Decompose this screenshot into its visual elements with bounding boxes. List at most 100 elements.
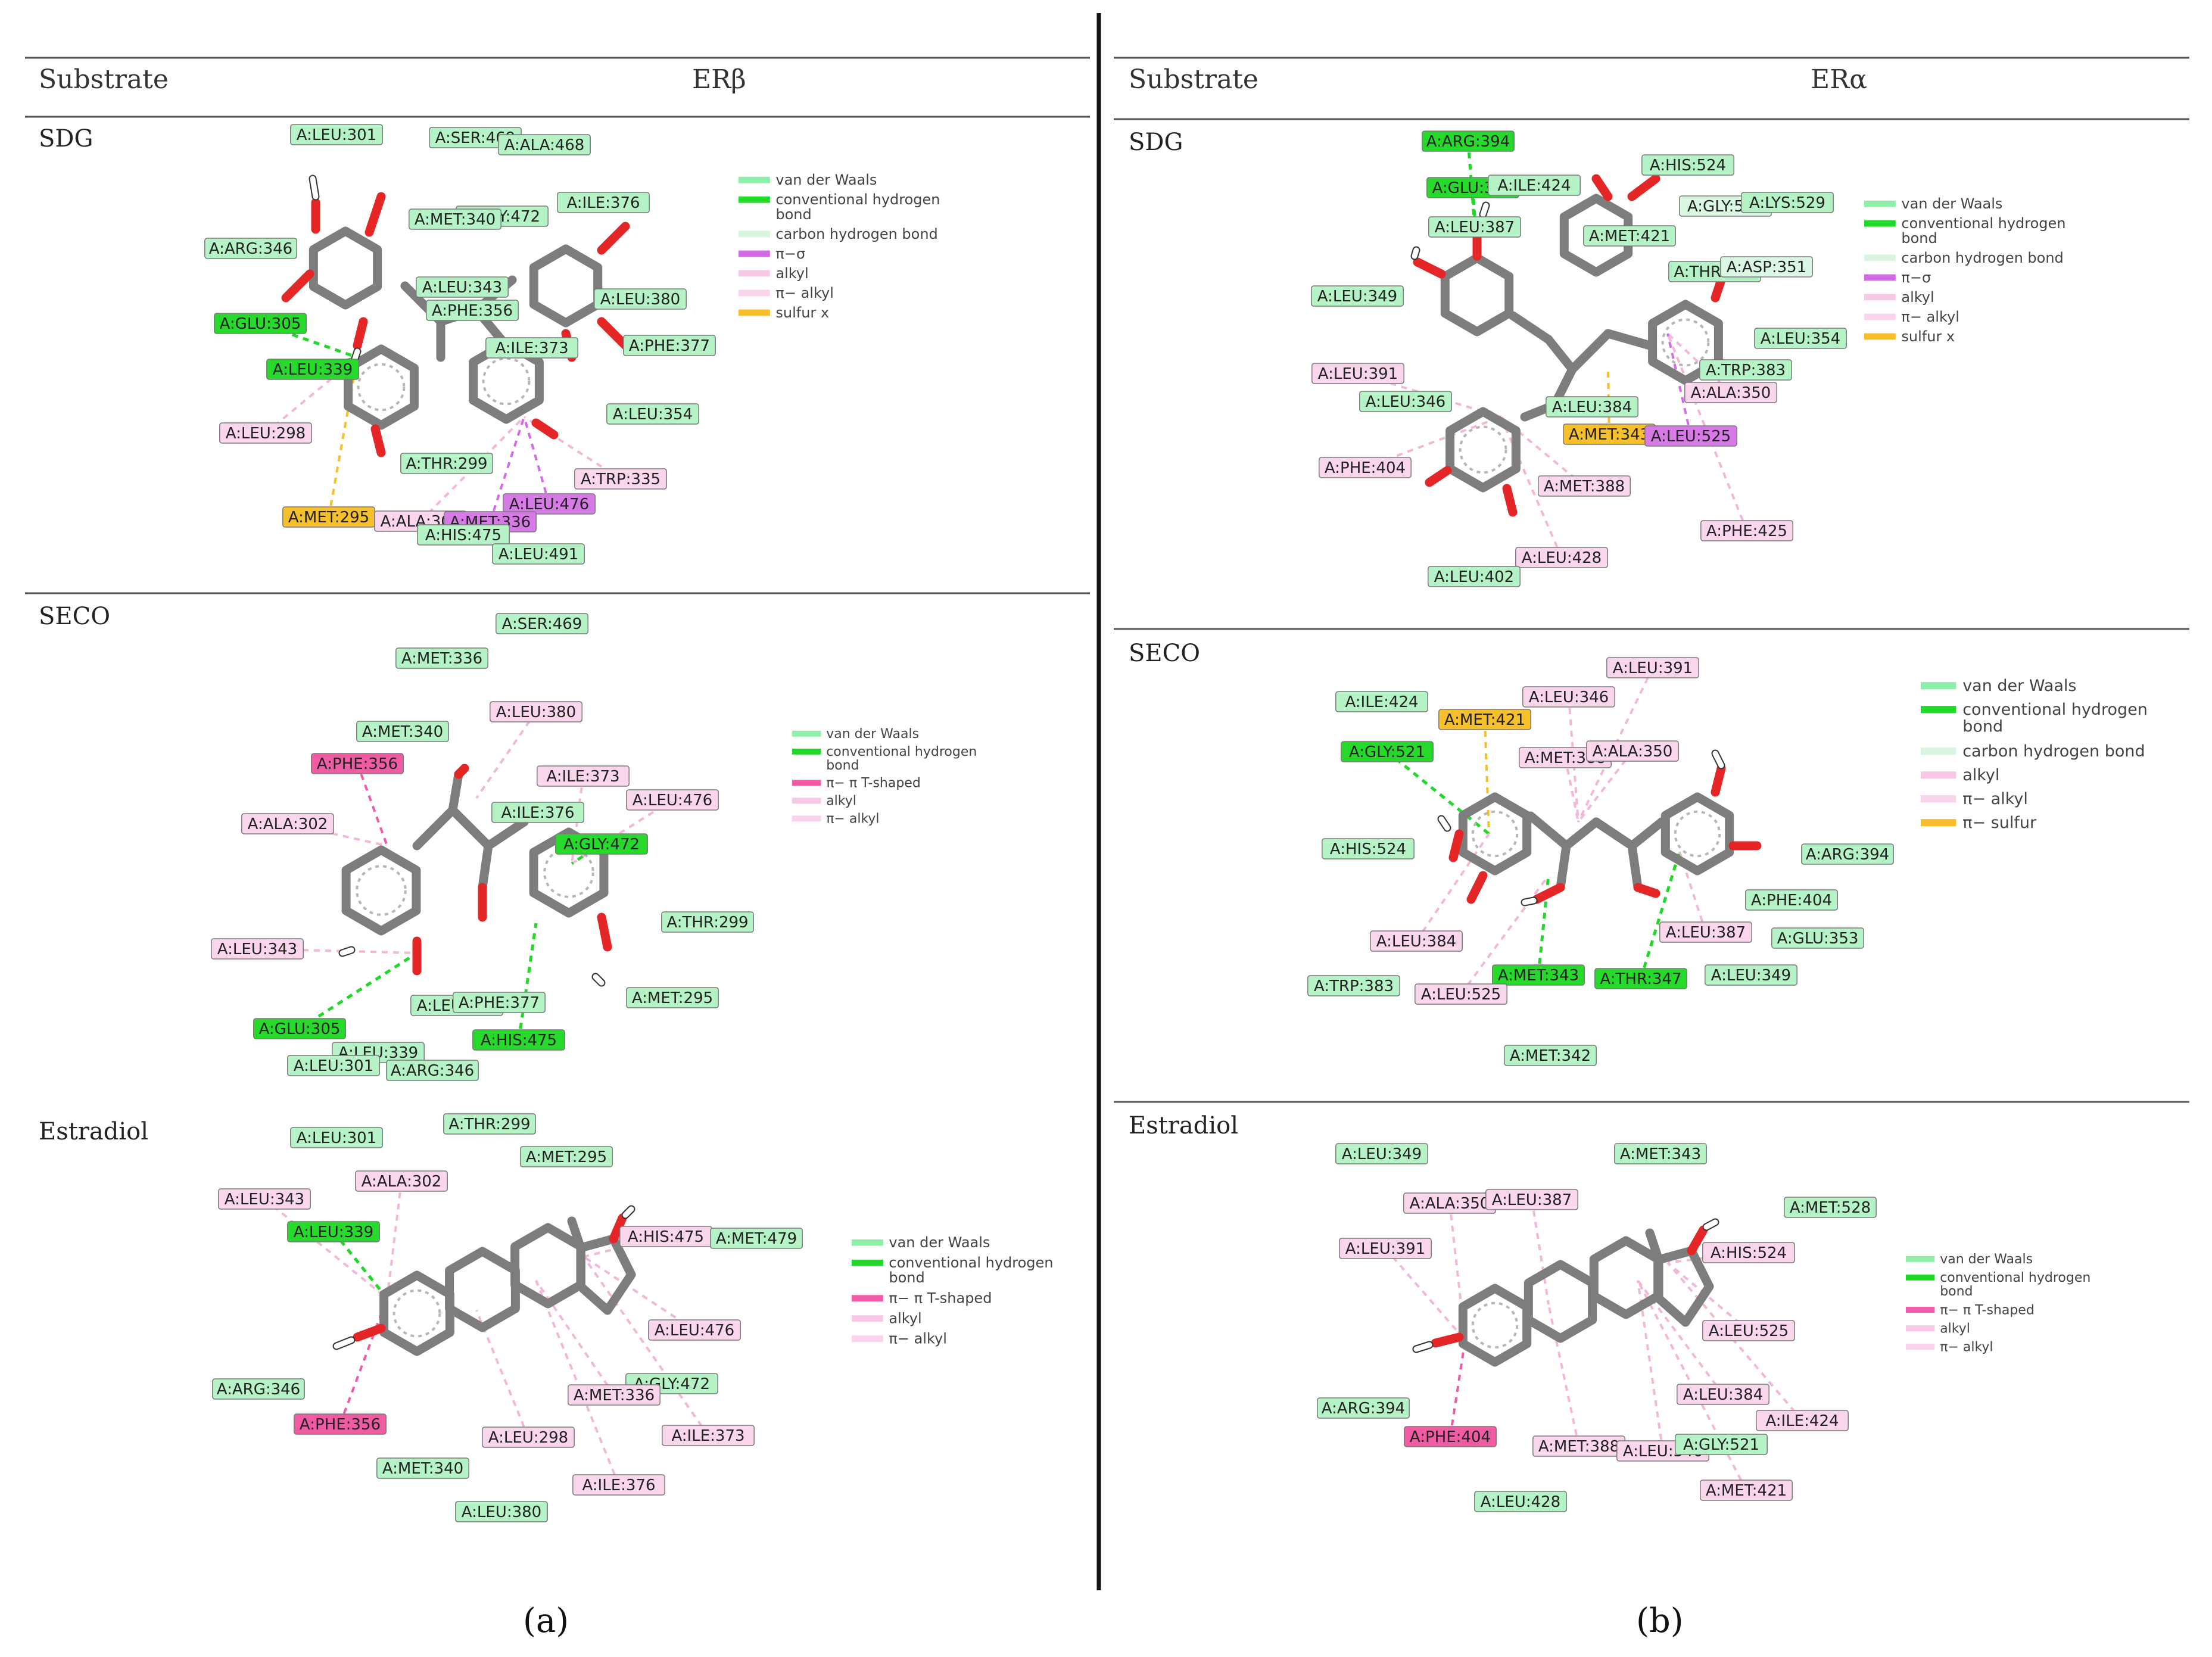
legend-label: sulfur x [1901, 328, 1955, 345]
residue-label-text: A:ALA:350 [1410, 1195, 1490, 1213]
legend-label: alkyl [826, 794, 856, 809]
residue-label-box [376, 1457, 469, 1479]
residue-label-text: A:MET:295 [632, 989, 713, 1007]
bond [1526, 811, 1571, 851]
legend-swatch [739, 196, 770, 203]
aromatic-ring-marker [1459, 425, 1507, 474]
residue-label-text: A:PHE:404 [1751, 892, 1832, 910]
residue-label: A:PHE:356 [294, 1413, 387, 1435]
legend-swatch [739, 309, 770, 316]
residue-label: A:ALA:350 [1684, 382, 1777, 403]
legend-swatch [1921, 706, 1956, 714]
glucose-ring [1559, 194, 1633, 277]
residue-label-box [214, 313, 307, 334]
residue-label-box [1474, 1491, 1567, 1512]
legend-swatch [792, 730, 821, 737]
interaction-line [328, 357, 359, 518]
aromatic-ring-marker [1674, 810, 1721, 858]
residue-label-box [626, 987, 719, 1008]
residue-label-box [1341, 741, 1434, 762]
residue-label-box [426, 300, 519, 321]
panel-a-row2-label: SECO [39, 603, 110, 630]
legend-swatch [852, 1315, 883, 1322]
legend-label: conventional hydrogen [775, 191, 940, 208]
hydrogen-atom [1480, 203, 1489, 217]
legend-swatch [739, 289, 770, 297]
residue-label: A:LEU:476 [503, 493, 596, 515]
residue-label: A:ARG:394 [1801, 843, 1894, 865]
cyclopentane-ring [576, 1234, 636, 1315]
residue-label-text: A:ALA:302 [362, 1173, 442, 1191]
bond [1627, 817, 1666, 851]
residue-label: A:ILE:373 [662, 1425, 755, 1446]
residue-label-text: A:ILE:373 [546, 768, 619, 786]
residue-label: A:MET:528 [1784, 1197, 1877, 1218]
panel-a-row3-label: Estradiol [39, 1118, 148, 1145]
aromatic-ring [344, 344, 419, 430]
panel-a-row1-label: SDG [39, 125, 93, 152]
legend-label: carbon hydrogen bond [775, 226, 937, 242]
legend-label: van der Waals [1901, 195, 2002, 212]
residue-label-box [1335, 691, 1428, 712]
residue-label-text: A:LEU:387 [1492, 1191, 1572, 1209]
bond [567, 1216, 585, 1253]
interaction-line [1386, 750, 1490, 835]
residue-label-text: A:ILE:373 [495, 340, 568, 357]
residue-label: A:MET:421 [1583, 225, 1676, 247]
residue-label-box [311, 753, 404, 774]
legend-item: π− alkyl [1864, 309, 1959, 325]
residue-label-text: A:PHE:356 [317, 755, 398, 773]
residue-label-text: A:ALA:350 [1691, 384, 1771, 402]
residue-label-text: A:LEU:380 [600, 291, 680, 309]
residue-label-text: A:LEU:349 [1342, 1145, 1422, 1163]
residue-label: A:LEU:349 [1311, 285, 1404, 307]
residue-label: A:THR:299 [400, 453, 493, 474]
residue-label-text: A:THR:299 [406, 455, 487, 473]
oxygen-bond [1502, 484, 1518, 517]
aromatic-ring-marker [1471, 810, 1519, 858]
legend-item: van der Waals [1906, 1252, 2033, 1267]
hydrogen-atom [1712, 750, 1724, 768]
residue-label-text: A:LEU:525 [1421, 986, 1501, 1004]
glucose-ring [1440, 253, 1514, 337]
residue-label-text: A:LEU:380 [462, 1503, 541, 1521]
residue-label-text: A:ILE:376 [501, 804, 574, 822]
interaction-line [1577, 750, 1634, 823]
residue-label: A:LEU:339 [287, 1221, 380, 1242]
residue-label: A:LEU:354 [1754, 328, 1847, 349]
residue-label-box [1428, 216, 1521, 238]
residue-label: A:PHE:356 [426, 300, 519, 321]
legend-label: π− alkyl [889, 1331, 946, 1347]
residue-label: A:MET:479 [710, 1228, 803, 1249]
residue-label-text: A:PHE:356 [300, 1416, 381, 1434]
residue-label-text: A:LEU:354 [613, 406, 693, 423]
residue-label-box [472, 1029, 565, 1051]
residue-label-box [648, 1319, 741, 1341]
legend-swatch [1864, 294, 1896, 301]
residue-label-text: A:ILE:373 [671, 1427, 744, 1445]
residue-label-box [498, 134, 591, 155]
residue-label-box [443, 1113, 536, 1135]
residue-label: A:LEU:380 [490, 701, 582, 722]
residue-label-box [1641, 154, 1734, 176]
bond [1508, 311, 1553, 344]
legend-swatch [792, 798, 821, 804]
residue-label-text: A:MET:343 [1620, 1145, 1701, 1163]
residue-label: A:GLY:521 [1675, 1434, 1768, 1455]
residue-label-box [1614, 1143, 1707, 1164]
residue-label-text: A:LEU:339 [273, 361, 353, 379]
residue-label-text: A:LEU:380 [496, 703, 576, 721]
legend-label: alkyl [1940, 1321, 1970, 1336]
residue-label: A:LEU:380 [594, 288, 687, 310]
residue-label: A:MET:336 [568, 1384, 661, 1406]
glucose-ring [309, 226, 382, 310]
residue-label-box [400, 453, 493, 474]
aromatic-ring [1458, 1284, 1532, 1367]
residue-label: A:GLY:472 [555, 833, 648, 855]
residue-label-text: A:THR:299 [666, 914, 748, 932]
legend-swatch [852, 1259, 883, 1266]
residue-label-text: A:ILE:376 [566, 194, 640, 212]
